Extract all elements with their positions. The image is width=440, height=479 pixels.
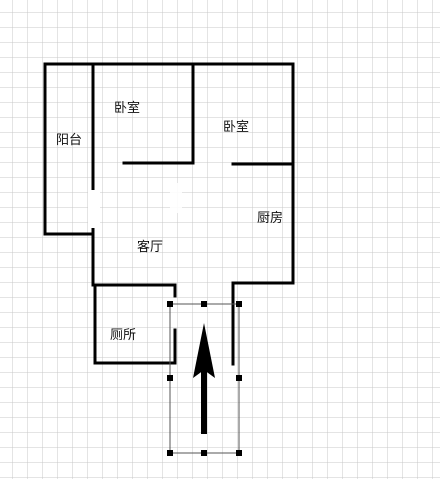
arrow-head [193,323,215,378]
door-openings [88,183,182,228]
balcony-wall [43,62,95,236]
bedroom-right-label: 卧室 [223,119,249,135]
handle-mid-left[interactable] [167,375,173,381]
handle-top-mid[interactable] [201,301,207,307]
arrow-up-icon[interactable] [193,323,215,434]
handle-top-right[interactable] [236,301,242,307]
selection-handles [167,301,242,456]
walls [43,62,295,366]
toilet-label: 厕所 [110,328,136,343]
bedroom-left-label: 卧室 [114,100,140,116]
handle-top-left[interactable] [167,301,173,307]
arrow-shaft [201,368,207,434]
handle-bottom-mid[interactable] [201,450,207,456]
bedroom-door-gap [170,183,182,213]
living-room-label: 客厅 [137,239,163,255]
handle-bottom-left[interactable] [167,450,173,456]
kitchen-label: 厨房 [257,210,283,226]
selection-box[interactable] [167,301,242,456]
handle-bottom-right[interactable] [236,450,242,456]
balcony-label: 阳台 [56,133,82,148]
room-labels: 阳台 卧室 卧室 厨房 客厅 厕所 [56,100,283,343]
balcony-door-gap [88,190,100,228]
handle-mid-right[interactable] [236,375,242,381]
